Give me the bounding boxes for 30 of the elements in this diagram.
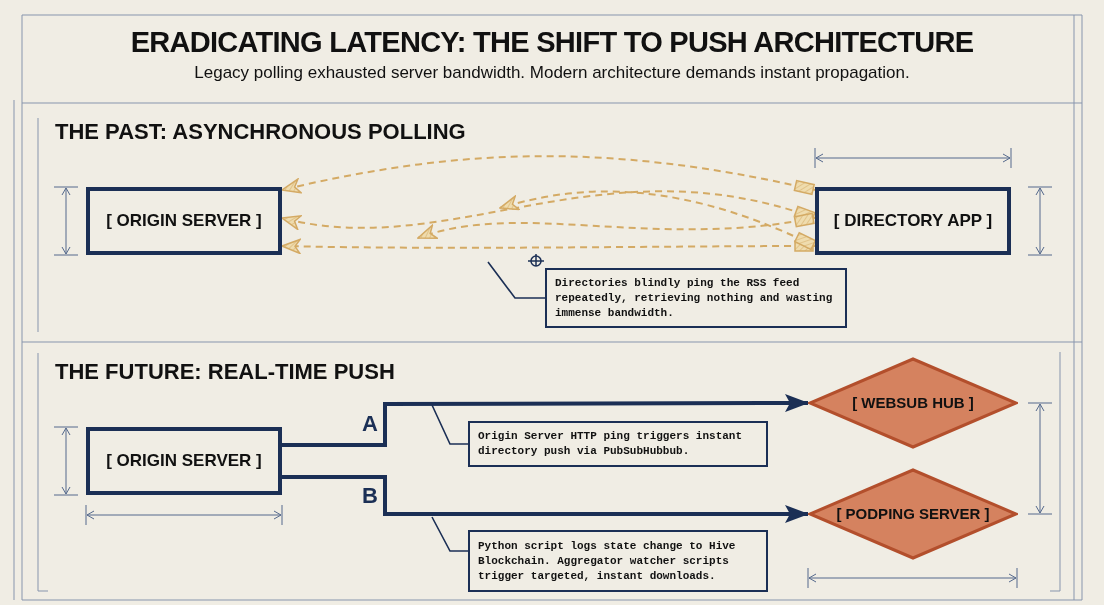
diamond-node [808, 357, 1018, 449]
process-box [815, 187, 1011, 255]
node-label: [ DIRECTORY APP ] [833, 210, 993, 233]
arrow [281, 238, 816, 255]
node-label: [ ORIGIN SERVER ] [106, 210, 262, 233]
node-label: [ ORIGIN SERVER ] [106, 450, 262, 473]
arrow [282, 394, 809, 447]
callout-box [468, 421, 768, 467]
process-box [86, 427, 282, 495]
node-label: [ PODPING SERVER ] [836, 503, 990, 524]
arrow [499, 190, 816, 251]
section-heading: THE PAST: ASYNCHRONOUS POLLING [55, 118, 466, 146]
node-label: Origin Server HTTP ping triggers instant directory push via PubSubHubbub. [478, 429, 744, 459]
leader-line [431, 516, 469, 552]
leader-line [431, 404, 469, 445]
node-label: [ WEBSUB HUB ] [852, 392, 974, 413]
subtitle: Legacy polling exhausted server bandwidth. Modern architecture demands instant propagation. [193, 64, 911, 81]
node-label: Directories blindly ping the RSS feed repeatedly, retrieving nothing and wasting immense bandwidth. [555, 275, 834, 321]
arrow [417, 212, 816, 241]
section-heading: THE FUTURE: REAL-TIME PUSH [55, 358, 395, 386]
arrow [281, 190, 816, 229]
title: ERADICATING LATENCY: THE SHIFT TO PUSH ARCHITECTURE [129, 28, 975, 57]
diamond-node [808, 468, 1018, 560]
callout-box [545, 268, 847, 328]
leader-line [487, 261, 546, 299]
arrow [282, 475, 809, 523]
callout-box [468, 530, 768, 592]
process-box [86, 187, 282, 255]
arrow [281, 155, 816, 196]
node-label: Python script logs state change to Hive Blockchain. Aggregator watcher scripts trigger targeted, instant downloads. [478, 538, 737, 584]
